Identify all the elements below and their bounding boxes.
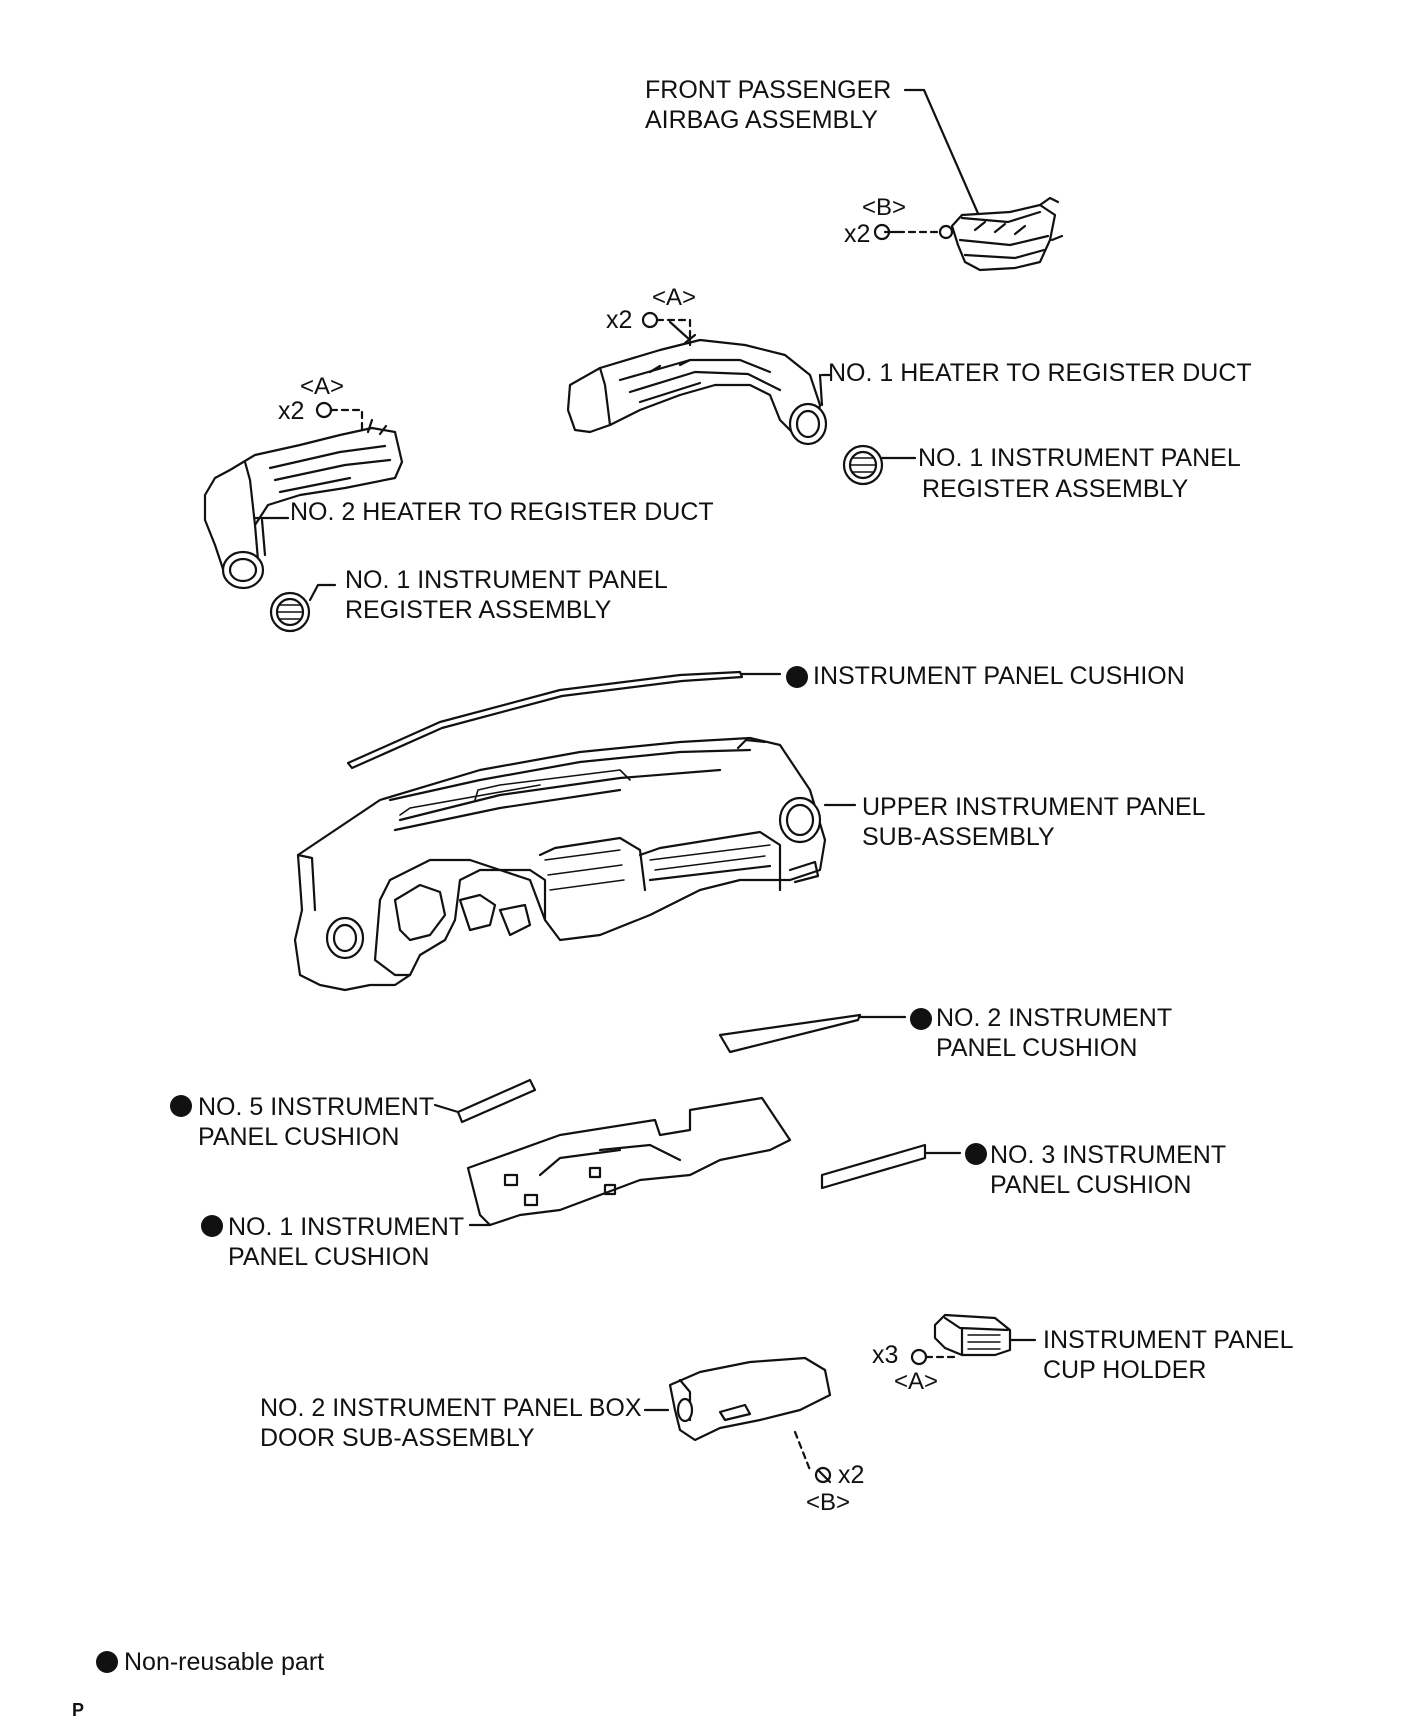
register-left-label-line1: NO. 1 INSTRUMENT PANEL: [345, 566, 668, 594]
airbag-label-line1: FRONT PASSENGER: [645, 76, 892, 104]
box-door-label-line1: NO. 2 INSTRUMENT PANEL BOX: [260, 1394, 642, 1422]
airbag-fastener-ref: <B>: [862, 194, 907, 221]
duct2-fastener-qty: x2: [278, 397, 305, 425]
legend-non-reusable: Non-reusable part: [96, 1647, 324, 1677]
duct1-label: NO. 1 HEATER TO REGISTER DUCT: [828, 359, 1252, 387]
duct2-label: NO. 2 HEATER TO REGISTER DUCT: [290, 498, 714, 526]
cup-fastener-ref: <A>: [894, 1368, 939, 1395]
no5-panel-cushion-drawing: [433, 1078, 537, 1124]
no3-panel-cushion-drawing: [820, 1143, 962, 1190]
cushion2-dot: [910, 1008, 932, 1030]
register-right-label-line2: REGISTER ASSEMBLY: [922, 475, 1189, 503]
register-left-label-line2: REGISTER ASSEMBLY: [345, 596, 612, 624]
cup-fastener-qty: x3: [872, 1341, 899, 1369]
front-passenger-airbag-drawing: [873, 88, 1064, 272]
cushion1-label-line2: PANEL CUSHION: [228, 1243, 430, 1271]
cushion5-label-line2: PANEL CUSHION: [198, 1123, 400, 1151]
cushion1-dot: [201, 1215, 223, 1237]
cushion-dot: [786, 666, 808, 688]
cushion2-label-line2: PANEL CUSHION: [936, 1034, 1138, 1062]
cushion3-label-line1: NO. 3 INSTRUMENT: [990, 1141, 1227, 1169]
non-reusable-markers: [170, 666, 987, 1237]
cushion5-label-line1: NO. 5 INSTRUMENT: [198, 1093, 435, 1121]
upper-panel-label-line1: UPPER INSTRUMENT PANEL: [862, 793, 1206, 821]
duct1-fastener-qty: x2: [606, 306, 633, 334]
cup-holder-drawing: [910, 1313, 1037, 1366]
airbag-fastener-qty: x2: [844, 220, 871, 248]
no2-panel-cushion-drawing: [718, 1013, 907, 1054]
no1-panel-cushion-drawing: [466, 1096, 792, 1227]
box-fastener-ref: <B>: [806, 1489, 851, 1516]
upper-panel-label-line2: SUB-ASSEMBLY: [862, 823, 1055, 851]
no1-register-left-drawing: [269, 583, 337, 633]
duct1-fastener-ref: <A>: [652, 284, 697, 311]
no2-heater-duct-drawing: [203, 401, 404, 590]
legend-text: Non-reusable part: [124, 1648, 325, 1676]
cup-holder-label-line2: CUP HOLDER: [1043, 1356, 1207, 1384]
cushion5-dot: [170, 1095, 192, 1117]
register-right-label-line1: NO. 1 INSTRUMENT PANEL: [918, 444, 1241, 472]
cushion2-label-line1: NO. 2 INSTRUMENT: [936, 1004, 1173, 1032]
duct2-fastener-ref: <A>: [300, 373, 345, 400]
cushion1-label-line1: NO. 1 INSTRUMENT: [228, 1213, 465, 1241]
panel-cushion-label: INSTRUMENT PANEL CUSHION: [813, 662, 1185, 690]
upper-instrument-panel-drawing: [293, 736, 857, 992]
cushion3-label-line2: PANEL CUSHION: [990, 1171, 1192, 1199]
no1-heater-duct-drawing: [566, 311, 832, 446]
box-door-drawing: [643, 1356, 832, 1484]
instrument-panel-cushion-drawing: [346, 670, 782, 770]
box-door-label-line2: DOOR SUB-ASSEMBLY: [260, 1424, 535, 1452]
legend-dot-icon: [96, 1651, 118, 1673]
airbag-label-line2: AIRBAG ASSEMBLY: [645, 106, 878, 134]
box-fastener-qty: x2: [838, 1461, 865, 1489]
cup-holder-label-line1: INSTRUMENT PANEL: [1043, 1326, 1294, 1354]
no1-register-right-drawing: [842, 444, 917, 486]
footer-code: P: [72, 1700, 85, 1720]
cushion3-dot: [965, 1143, 987, 1165]
